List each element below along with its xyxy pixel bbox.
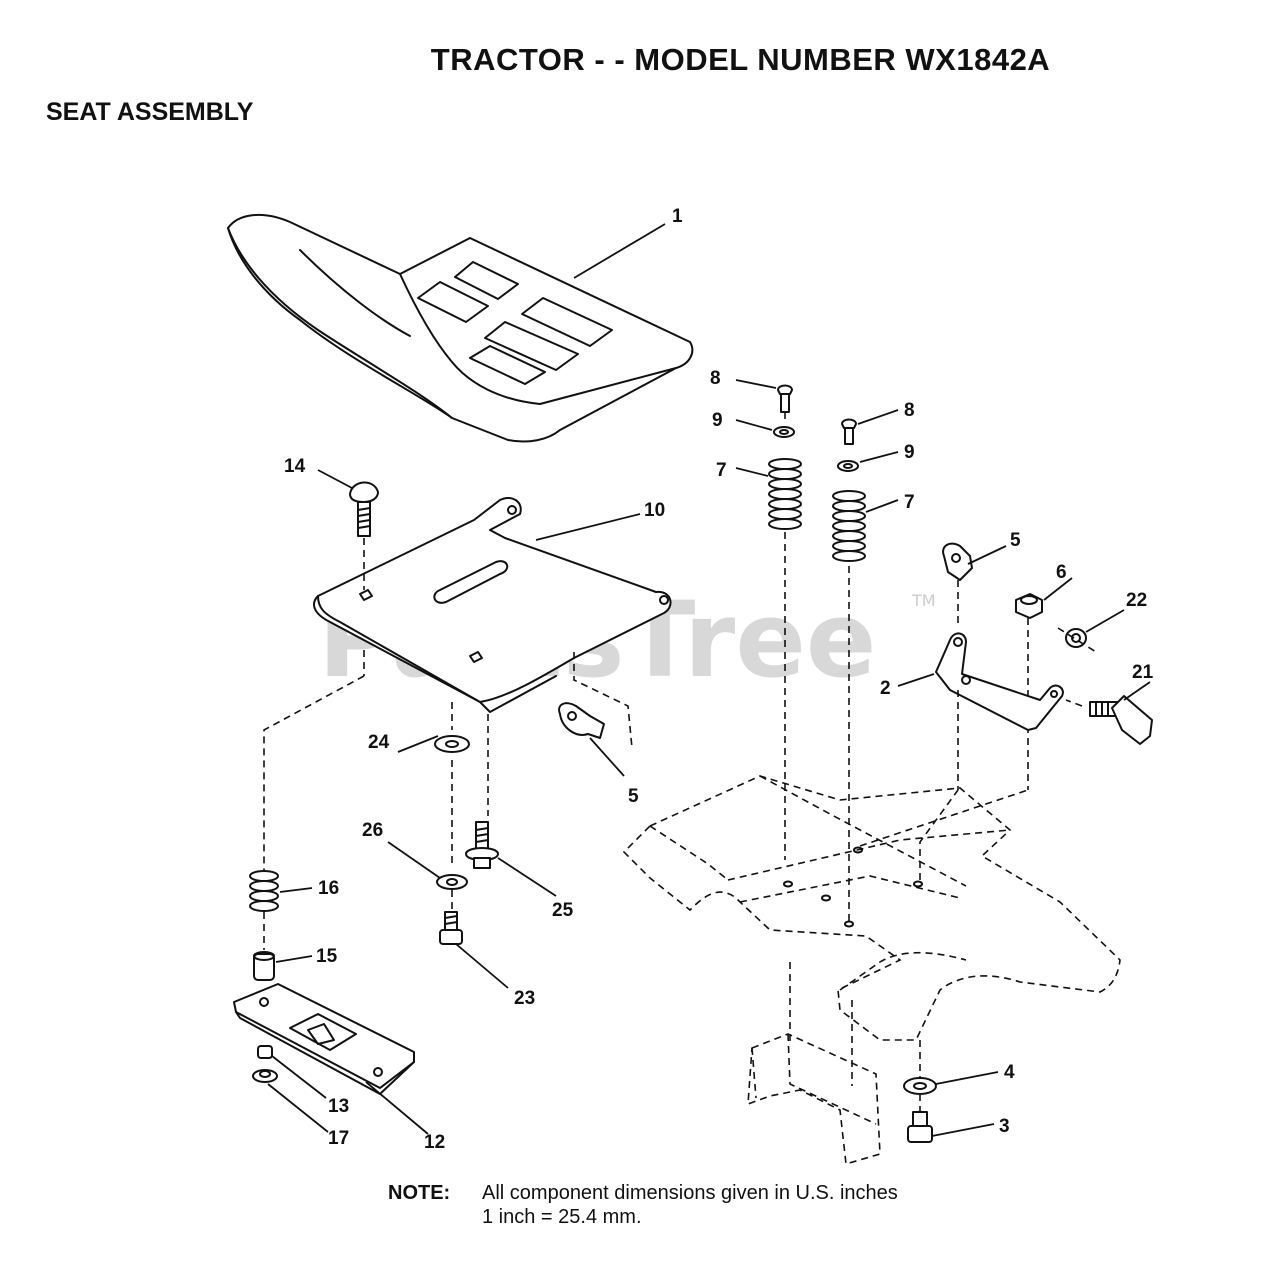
hex-bolt-part-3 [907, 1111, 995, 1143]
bushing-part-15 [253, 951, 313, 981]
callout-7-left: 7 [716, 460, 727, 481]
hex-bolt-part-23 [439, 911, 509, 989]
callout-2: 2 [880, 678, 891, 699]
callout-24: 24 [368, 732, 390, 753]
nut-part-6 [1015, 577, 1073, 790]
nut-part-13 [257, 1045, 327, 1099]
callout-23: 23 [514, 988, 535, 1009]
washer-part-26 [387, 841, 468, 912]
washer-part-9-left [735, 419, 795, 438]
spring-part-16 [249, 870, 313, 950]
bolt-part-8-left [735, 379, 793, 424]
note-label: NOTE: [388, 1182, 451, 1204]
spring-part-7-left [735, 458, 802, 860]
washer-part-17 [252, 1069, 329, 1133]
note-line-1: All component dimensions given in U.S. i… [482, 1182, 898, 1204]
bolt-part-8-right [841, 409, 899, 445]
note-line-2: 1 inch = 25.4 mm. [482, 1206, 642, 1228]
callout-3: 3 [999, 1116, 1010, 1137]
seat-pan-part [313, 496, 672, 713]
callout-22: 22 [1126, 590, 1147, 611]
callout-15: 15 [316, 946, 338, 967]
callout-1: 1 [672, 206, 683, 227]
shoulder-bolt-part-21 [1065, 681, 1153, 745]
callout-13: 13 [328, 1096, 349, 1117]
callout-12: 12 [424, 1132, 445, 1153]
callout-25: 25 [552, 900, 574, 921]
callout-8-left: 8 [710, 368, 721, 389]
spring-part-7-right [832, 490, 899, 924]
callout-14: 14 [284, 456, 306, 477]
callout-5-upper: 5 [1010, 530, 1021, 551]
pivot-bracket-part-2 [897, 632, 1064, 790]
seat-clip-part-upper [942, 542, 1007, 628]
seat-bracket-part-12 [233, 983, 429, 1135]
callout-26: 26 [362, 820, 383, 841]
callout-8-right: 8 [904, 400, 915, 421]
nut-part-22 [1057, 609, 1125, 653]
tractor-frame-outline [622, 775, 1121, 1166]
washer-part-4 [903, 1071, 999, 1112]
watermark-tm: TM [911, 591, 936, 610]
section-heading: SEAT ASSEMBLY [46, 98, 254, 126]
page-title: TRACTOR - - MODEL NUMBER WX1842A [430, 42, 1051, 77]
seat-part [227, 213, 694, 443]
callout-16: 16 [318, 878, 339, 899]
dimension-note: NOTE: All component dimensions given in U… [388, 1181, 898, 1229]
shoulder-bolt-part [465, 821, 557, 897]
callout-9-right: 9 [904, 442, 915, 463]
seat-clip-part [558, 652, 633, 777]
callout-21: 21 [1132, 662, 1154, 683]
washer-part-24 [397, 735, 470, 753]
callout-17: 17 [328, 1128, 349, 1149]
carriage-bolt-part [317, 469, 379, 590]
callout-10: 10 [644, 500, 665, 521]
callout-6: 6 [1056, 562, 1067, 583]
washer-part-9-right [837, 451, 899, 472]
callout-4: 4 [1004, 1062, 1015, 1083]
callout-7-right: 7 [904, 492, 915, 513]
callout-5-lower: 5 [628, 786, 639, 807]
callout-9-left: 9 [712, 410, 723, 431]
